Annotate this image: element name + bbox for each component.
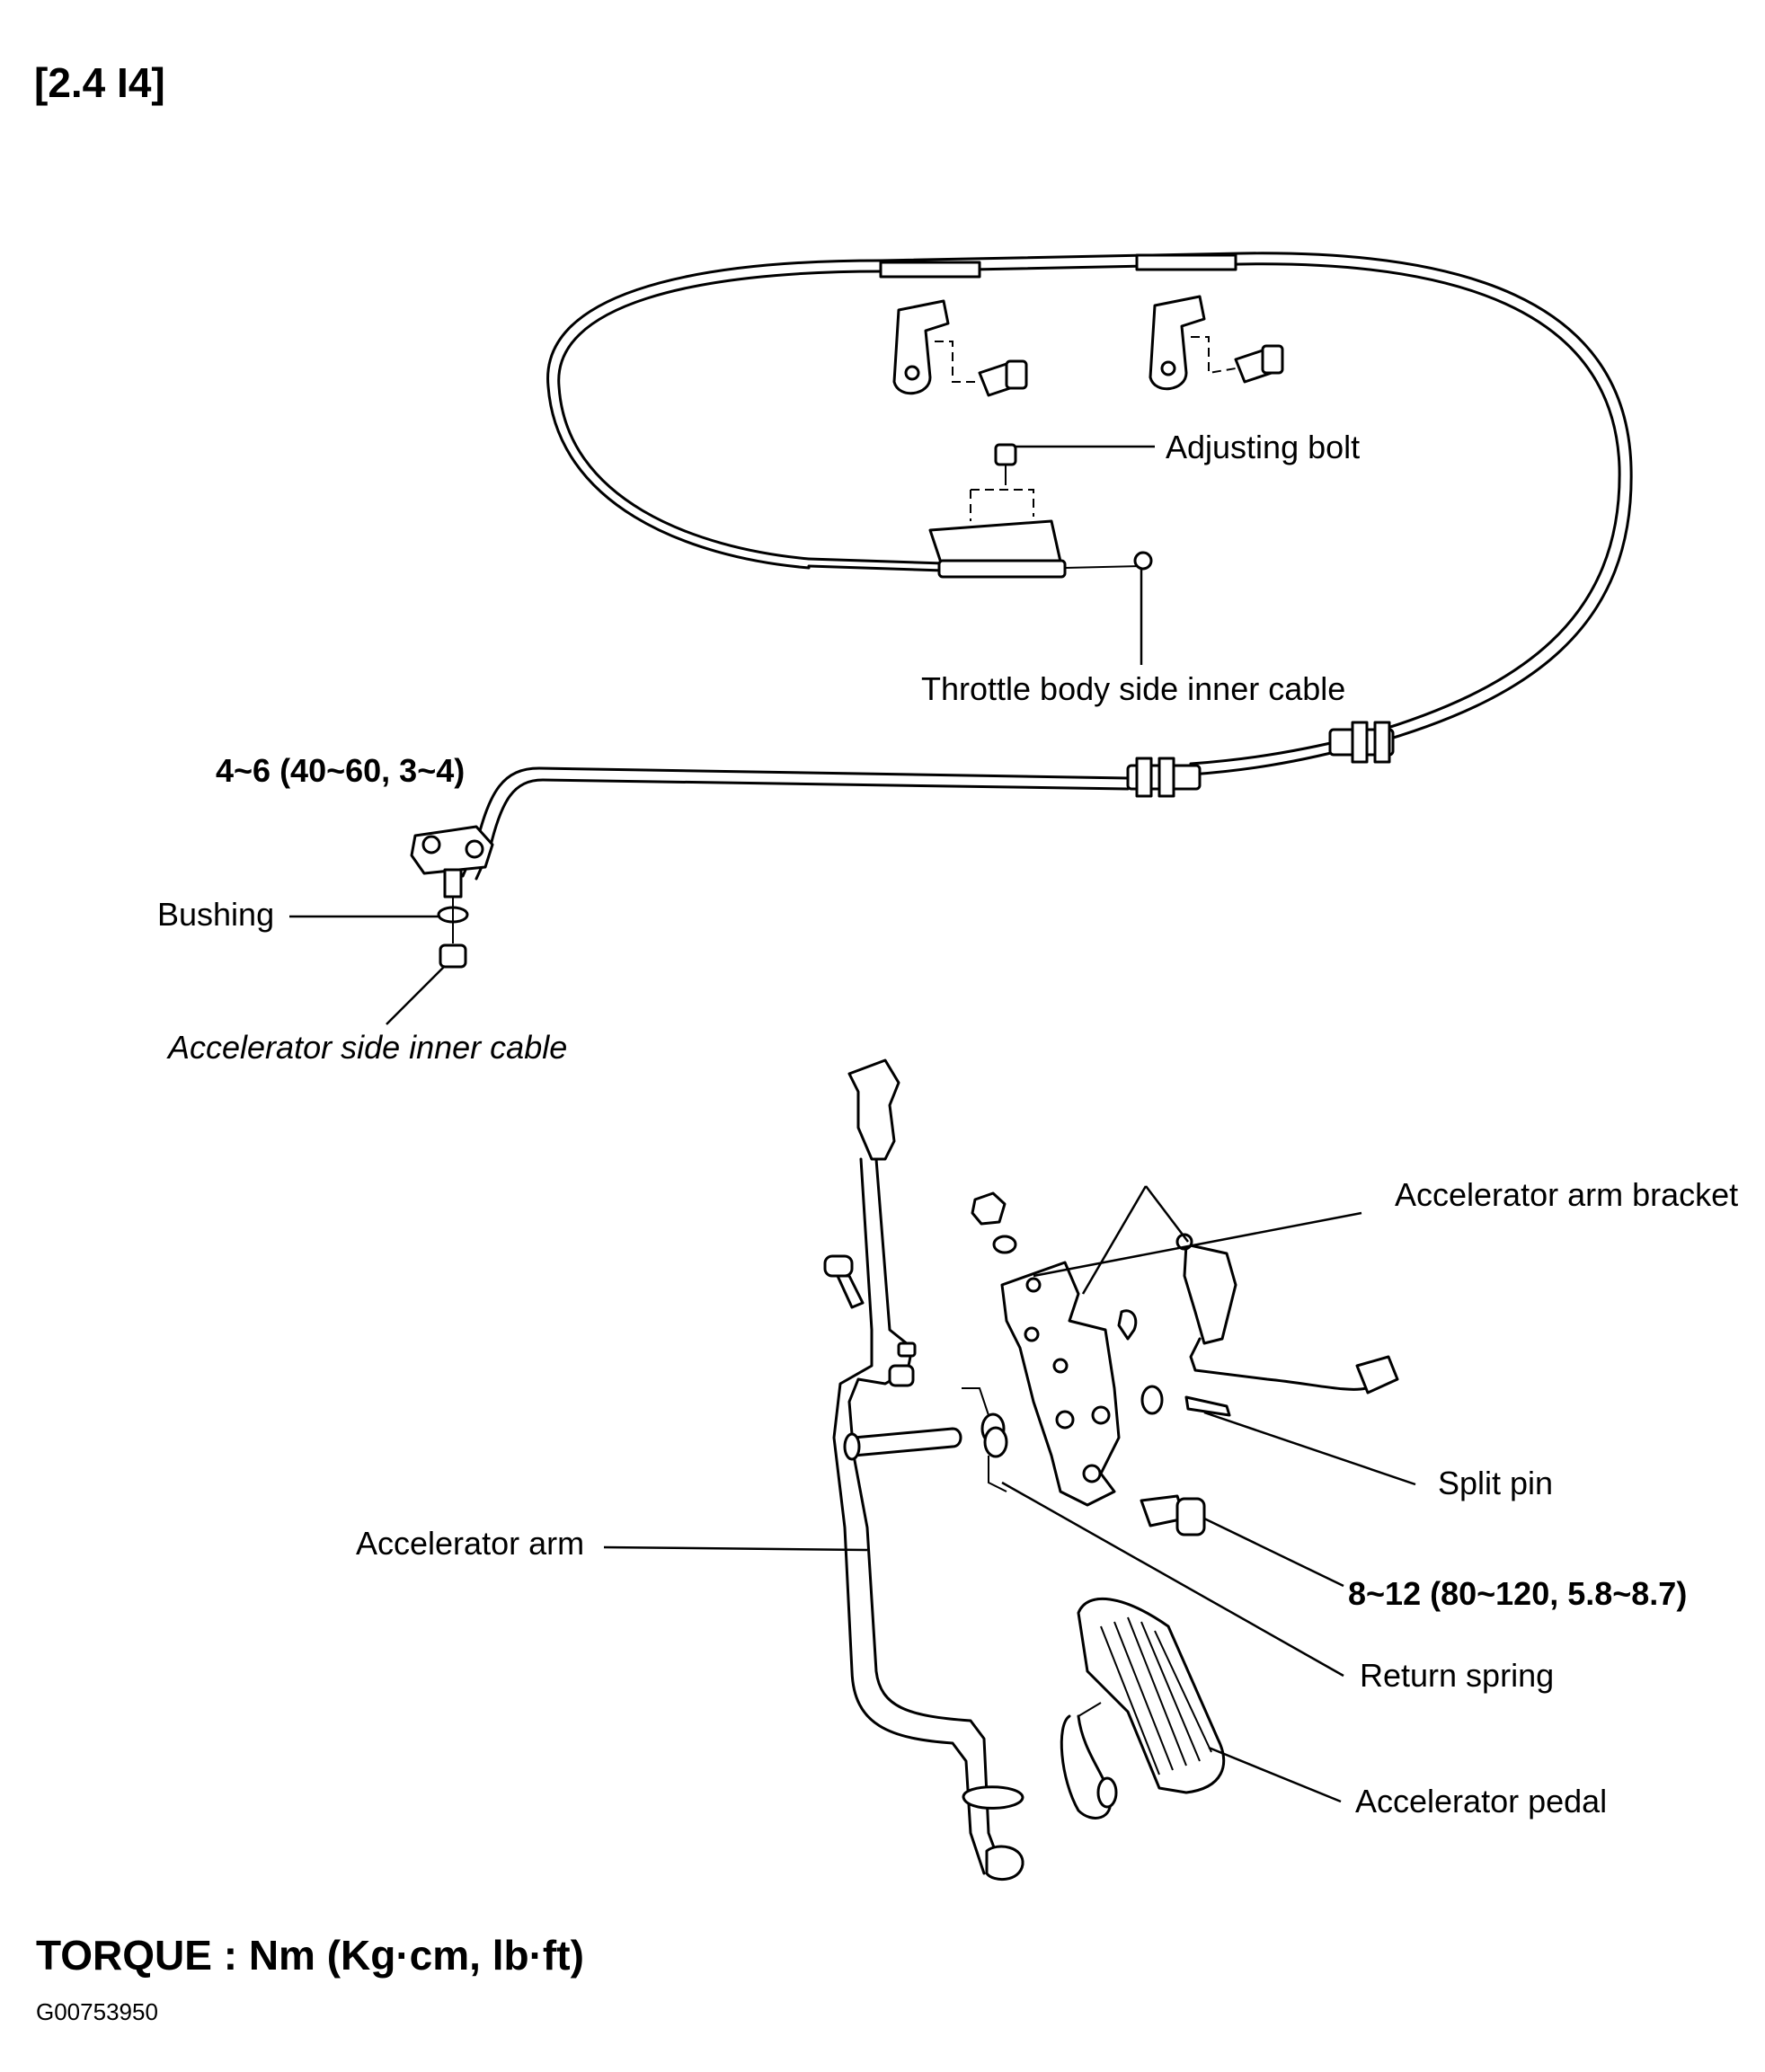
leader-inner-cable bbox=[386, 965, 446, 1025]
split-pin bbox=[1184, 1395, 1231, 1417]
leader-return-spring bbox=[1001, 1481, 1344, 1678]
leader-torque-lower bbox=[1203, 1517, 1344, 1588]
accelerator-inner-cable-end bbox=[439, 943, 467, 969]
accelerator-pedal bbox=[1077, 1597, 1226, 1794]
cable-sleeve bbox=[879, 261, 981, 279]
return-spring bbox=[962, 1387, 1008, 1492]
label-arm-bracket: Accelerator arm bracket bbox=[1395, 1176, 1738, 1213]
label-accel-arm: Accelerator arm bbox=[356, 1525, 584, 1562]
accelerator-arm bbox=[832, 1058, 1024, 1882]
leader-split-pin bbox=[1203, 1411, 1416, 1486]
accelerator-arm-bracket bbox=[1000, 1261, 1121, 1507]
adjusting-bolt bbox=[994, 443, 1017, 485]
label-adjusting-bolt: Adjusting bolt bbox=[1166, 429, 1360, 465]
leader-arm-bracket-a bbox=[1081, 1185, 1148, 1295]
label-torque-lower: 8~12 (80~120, 5.8~8.7) bbox=[1348, 1575, 1687, 1612]
pivot-pin bbox=[843, 1427, 962, 1461]
pedal-switch bbox=[1175, 1233, 1399, 1395]
cable-adjuster-right bbox=[1328, 721, 1395, 764]
label-accel-inner-cable: Accelerator side inner cable bbox=[166, 1029, 567, 1066]
label-return-spring: Return spring bbox=[1360, 1657, 1554, 1694]
leader-accel-pedal bbox=[1208, 1746, 1342, 1803]
cable-adjuster-left bbox=[1126, 757, 1202, 798]
engine-label: [2.4 I4] bbox=[34, 59, 165, 106]
bracket-nut bbox=[971, 1191, 1007, 1226]
cable-clip-right bbox=[1149, 295, 1284, 391]
bracket-bolt bbox=[1140, 1494, 1206, 1536]
leader-arm-bracket-b bbox=[1145, 1185, 1189, 1243]
arm-nut bbox=[888, 1364, 915, 1387]
label-throttle-cable: Throttle body side inner cable bbox=[921, 670, 1345, 707]
bracket-washer bbox=[992, 1235, 1017, 1254]
bracket-ring bbox=[1140, 1385, 1164, 1415]
label-torque-upper: 4~6 (40~60, 3~4) bbox=[216, 752, 465, 789]
label-split-pin: Split pin bbox=[1438, 1465, 1553, 1501]
leader-arm-bracket bbox=[1033, 1211, 1362, 1278]
cable-flange bbox=[410, 825, 494, 899]
cable-clip-left bbox=[892, 299, 1028, 397]
pedal-hairpin-clip bbox=[1060, 1702, 1118, 1820]
figure-code: G00753950 bbox=[36, 1998, 158, 2025]
throttle-cable-bracket bbox=[928, 519, 1153, 579]
torque-legend: TORQUE : Nm (Kg·cm, lb·ft) bbox=[36, 1932, 584, 1979]
accelerator-cable bbox=[410, 252, 1633, 969]
arm-bolt bbox=[823, 1254, 865, 1309]
label-bushing: Bushing bbox=[157, 896, 274, 933]
cable-sleeve bbox=[1135, 253, 1237, 271]
label-accel-pedal: Accelerator pedal bbox=[1355, 1783, 1607, 1820]
leader-accel-arm bbox=[603, 1545, 868, 1552]
bracket-clip bbox=[1117, 1309, 1138, 1341]
